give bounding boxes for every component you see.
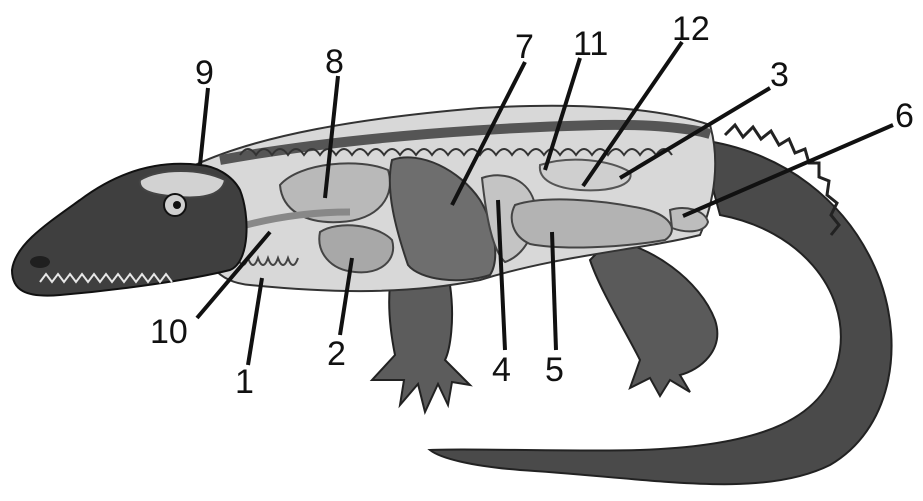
label-11: 11 (573, 25, 608, 63)
label-12: 12 (672, 10, 710, 48)
label-9: 9 (195, 54, 214, 92)
nostril (30, 256, 50, 268)
leader-line-1 (248, 278, 262, 365)
label-8: 8 (325, 43, 344, 81)
brain-organ (140, 171, 225, 197)
fore-leg (372, 285, 470, 412)
label-1: 1 (235, 363, 254, 401)
label-6: 6 (895, 97, 914, 135)
label-10: 10 (150, 313, 188, 351)
label-3: 3 (770, 56, 789, 94)
label-4: 4 (492, 351, 511, 389)
hind-leg (590, 240, 717, 396)
label-7: 7 (515, 28, 534, 66)
leader-line-9 (200, 88, 208, 165)
label-2: 2 (327, 335, 346, 373)
eye-pupil (173, 201, 181, 209)
label-5: 5 (545, 351, 564, 389)
